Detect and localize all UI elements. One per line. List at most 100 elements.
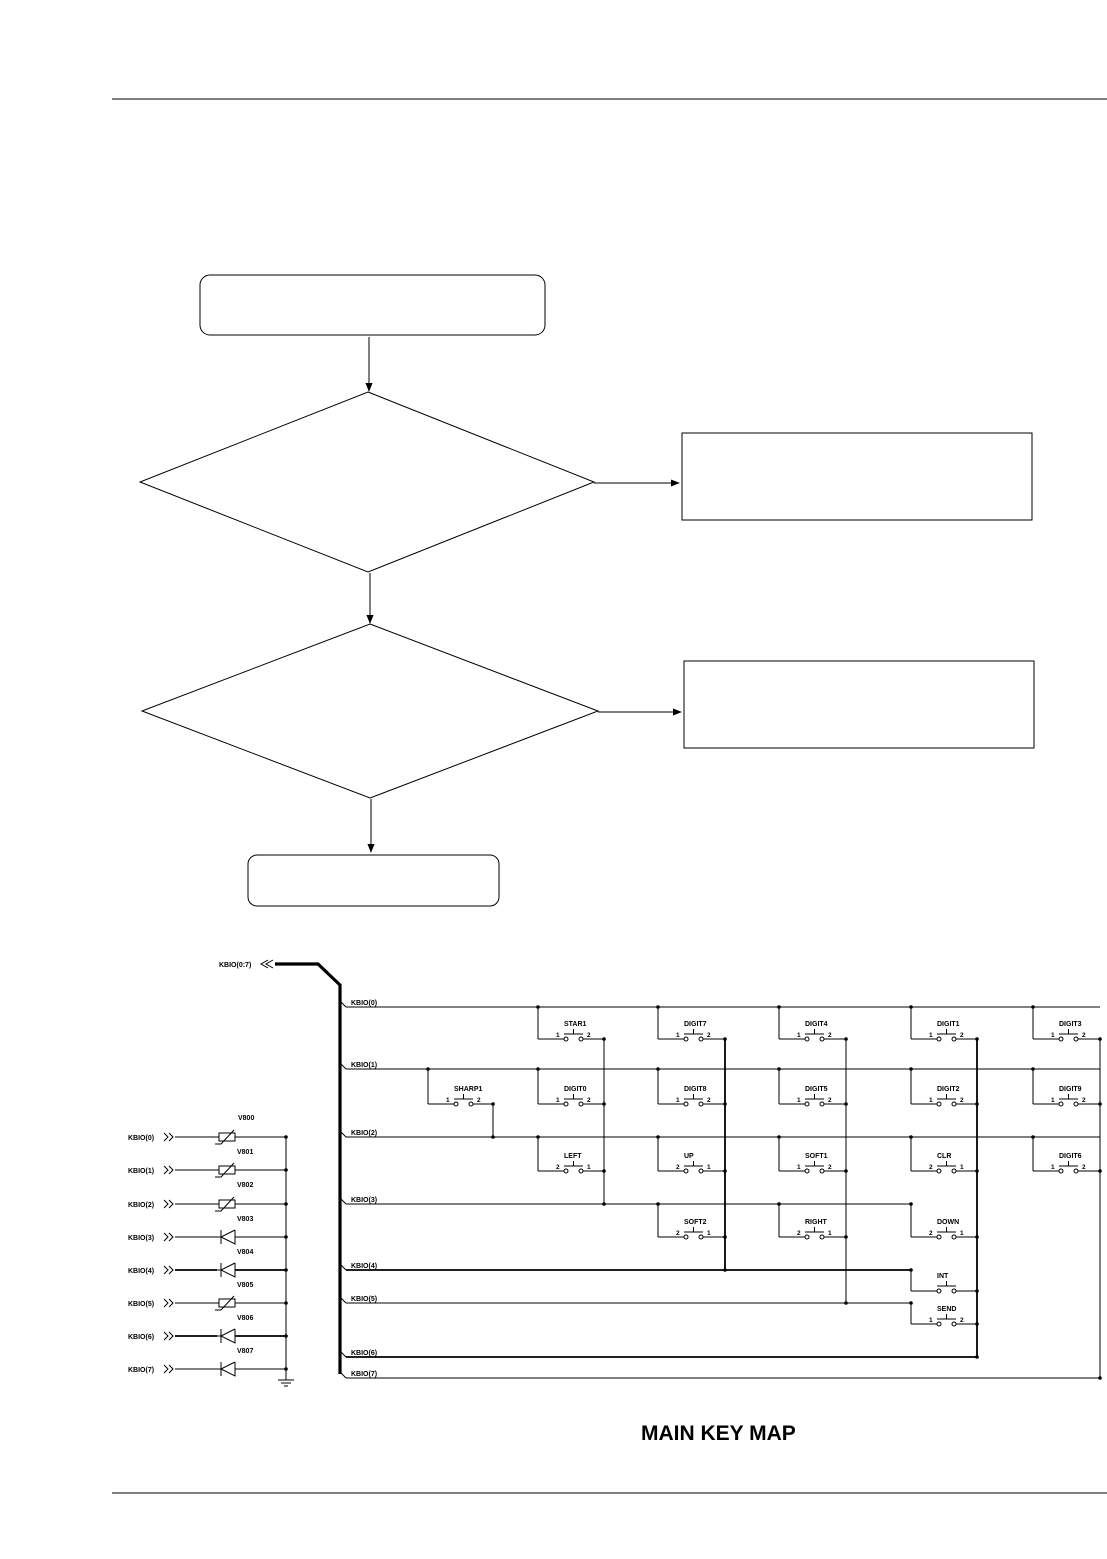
switch-contact <box>936 1234 942 1240</box>
bus-entry <box>339 1350 347 1358</box>
junction-dot <box>1031 1067 1035 1071</box>
double-chevron-connector-icon <box>163 1132 169 1142</box>
key-name: SOFT1 <box>805 1153 828 1160</box>
flowchart <box>138 274 1035 907</box>
switch-contact <box>951 1321 957 1327</box>
double-chevron-connector-icon <box>264 959 274 969</box>
switch-contact <box>936 1036 942 1042</box>
switch-contact <box>804 1101 810 1107</box>
double-chevron-connector-icon <box>168 1265 174 1275</box>
varistor-icon <box>215 1162 235 1178</box>
junction-dot <box>284 1202 288 1206</box>
key-name: SEND <box>937 1306 956 1313</box>
row-label: KBIO(1) <box>351 1062 377 1069</box>
switch-contact <box>936 1101 942 1107</box>
switch-contact <box>578 1168 584 1174</box>
key-name: DIGIT5 <box>805 1086 828 1093</box>
row-label: KBIO(6) <box>351 1350 377 1357</box>
double-chevron-connector-icon <box>168 1232 174 1242</box>
double-chevron-connector-icon <box>168 1364 174 1374</box>
pin-number: 2 <box>707 1097 711 1104</box>
double-chevron-connector-icon <box>163 1364 169 1374</box>
switch-contact <box>951 1101 957 1107</box>
switch-contact <box>951 1234 957 1240</box>
pin-number: 1 <box>797 1097 801 1104</box>
switch-contact <box>683 1101 689 1107</box>
flow-decision-1 <box>138 391 596 573</box>
switch-contact <box>683 1234 689 1240</box>
key-name: DIGIT9 <box>1059 1086 1082 1093</box>
key-matrix-schematic: KBIO(0:7)KBIO(0)KBIO(1)KBIO(2)KBIO(3)KBI… <box>128 959 1102 1387</box>
double-chevron-connector-icon <box>168 1165 174 1175</box>
protection-device-label: V807 <box>237 1348 253 1355</box>
switch-contact <box>819 1234 825 1240</box>
pin-number: 1 <box>707 1230 711 1237</box>
key-name: STAR1 <box>564 1021 587 1028</box>
pin-number: 1 <box>1051 1097 1055 1104</box>
key-name: DIGIT2 <box>937 1086 960 1093</box>
flow-end-box <box>247 854 500 907</box>
junction-dot <box>909 1268 913 1272</box>
pin-number: 1 <box>929 1032 933 1039</box>
row-label: KBIO(3) <box>351 1197 377 1204</box>
protection-device-label: V802 <box>237 1182 253 1189</box>
flow-action-box-1 <box>681 432 1033 521</box>
double-chevron-connector-icon <box>163 1331 169 1341</box>
junction-dot <box>602 1202 606 1206</box>
key-name: UP <box>684 1153 694 1160</box>
pin-number: 2 <box>587 1032 591 1039</box>
protection-input-label: KBIO(5) <box>128 1301 154 1308</box>
bus-entry <box>339 1263 347 1271</box>
pin-number: 2 <box>1082 1164 1086 1171</box>
protection-device-label: V804 <box>237 1249 253 1256</box>
pin-number: 1 <box>676 1032 680 1039</box>
pin-number: 2 <box>929 1230 933 1237</box>
pin-number: 1 <box>929 1317 933 1324</box>
pin-number: 1 <box>446 1097 450 1104</box>
junction-dot <box>1098 1376 1102 1380</box>
junction-dot <box>909 1005 913 1009</box>
key-name: DIGIT7 <box>684 1021 707 1028</box>
pin-number: 1 <box>1051 1032 1055 1039</box>
flow-start-box <box>199 274 546 336</box>
key-name: INT <box>937 1273 949 1280</box>
row-label: KBIO(0) <box>351 1000 377 1007</box>
pin-number: 2 <box>587 1097 591 1104</box>
junction-dot <box>656 1067 660 1071</box>
key-name: DIGIT6 <box>1059 1153 1082 1160</box>
switch-contact <box>468 1101 474 1107</box>
pin-number: 1 <box>676 1097 680 1104</box>
junction-dot <box>491 1135 495 1139</box>
switch-contact <box>1058 1101 1064 1107</box>
key-name: DIGIT3 <box>1059 1021 1082 1028</box>
switch-contact <box>1073 1168 1079 1174</box>
junction-dot <box>975 1355 979 1359</box>
double-chevron-connector-icon <box>168 1132 174 1142</box>
pin-number: 1 <box>929 1097 933 1104</box>
key-name: DIGIT8 <box>684 1086 707 1093</box>
key-name: LEFT <box>564 1153 582 1160</box>
pin-number: 2 <box>676 1164 680 1171</box>
junction-dot <box>536 1135 540 1139</box>
switch-contact <box>1073 1101 1079 1107</box>
junction-dot <box>284 1168 288 1172</box>
junction-dot <box>909 1202 913 1206</box>
protection-input-label: KBIO(2) <box>128 1202 154 1209</box>
protection-input-label: KBIO(7) <box>128 1367 154 1374</box>
switch-contact <box>683 1036 689 1042</box>
junction-dot <box>909 1301 913 1305</box>
double-chevron-connector-icon <box>163 1165 169 1175</box>
switch-contact <box>683 1168 689 1174</box>
switch-contact <box>1058 1036 1064 1042</box>
protection-input-label: KBIO(6) <box>128 1334 154 1341</box>
junction-dot <box>536 1067 540 1071</box>
junction-dot <box>284 1268 288 1272</box>
